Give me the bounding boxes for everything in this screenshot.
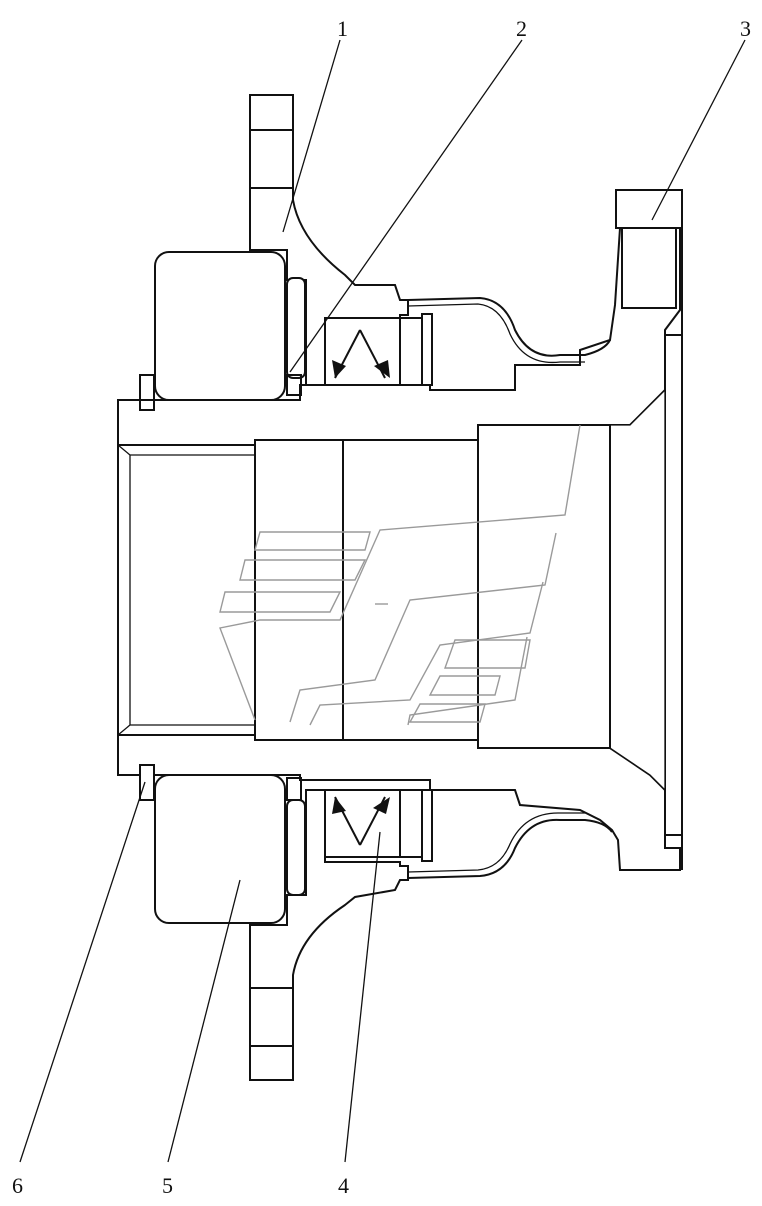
callout-label-2: 2: [516, 16, 527, 41]
callout-label-4: 4: [338, 1173, 349, 1198]
leader-line-2: [289, 39, 523, 373]
seal-upper: [324, 313, 433, 386]
callout-label-6: 6: [12, 1173, 23, 1198]
leader-line-4: [344, 831, 381, 1163]
leader-line-3: [651, 39, 746, 221]
bore-counterbore: [477, 424, 611, 749]
leader-line-1: [282, 39, 341, 233]
callout-label-1: 1: [337, 16, 348, 41]
dust-shield-upper: [407, 296, 611, 364]
dust-shield-lower: [407, 812, 613, 879]
bolt-flange-upper: [615, 189, 683, 309]
callout-label-3: 3: [740, 16, 751, 41]
watermark-logo: [219, 424, 581, 726]
hub-bore: [117, 388, 666, 792]
leader-lines: [19, 39, 746, 1163]
leader-line-6: [19, 781, 146, 1163]
seal-lower: [324, 789, 433, 862]
callout-label-5: 5: [162, 1173, 173, 1198]
bearing-lower: [139, 764, 306, 924]
right-side-plate: [664, 228, 683, 870]
leader-line-5: [167, 879, 241, 1163]
bearing-upper: [139, 251, 306, 411]
snap-ring-6: [139, 764, 155, 801]
